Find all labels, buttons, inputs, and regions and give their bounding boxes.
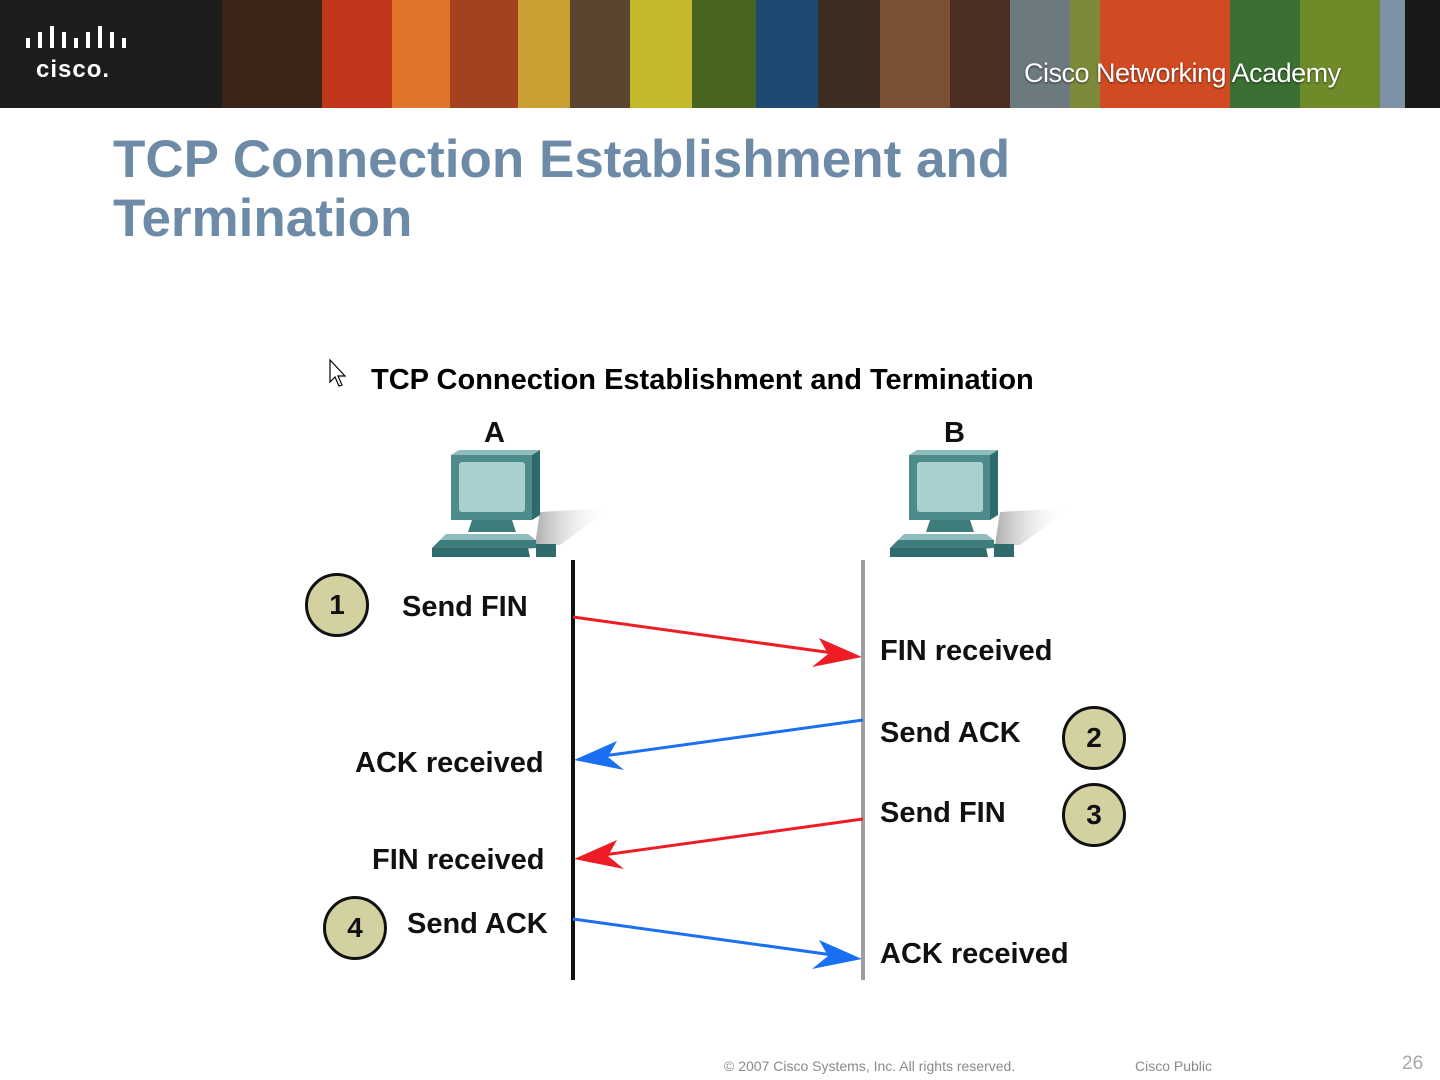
banner-photo-stripe: [1070, 0, 1100, 108]
computer-b-icon: [890, 450, 1070, 557]
slide-title: TCP Connection Establishment and Termina…: [113, 130, 1011, 248]
banner-photo-stripe: [392, 0, 450, 108]
computer-a-icon: [432, 450, 610, 557]
banner-photo-stripe: [692, 0, 756, 108]
banner-photo-stripe: [1300, 0, 1380, 108]
cisco-logo: cisco.: [0, 0, 222, 108]
banner-photo-stripe: [818, 0, 880, 108]
banner-photo-stripe: [1405, 0, 1440, 108]
arrow-step-2-ack: [574, 718, 864, 770]
host-a-label: A: [484, 417, 505, 449]
banner-photo-stripe: [518, 0, 570, 108]
arrow-step-3-fin: [574, 817, 864, 869]
banner-photo-stripe: [950, 0, 1010, 108]
step-2-receive-label: ACK received: [355, 747, 544, 779]
page-number: 26: [1402, 1053, 1424, 1074]
step-4-badge: 4: [323, 896, 387, 960]
header-banner: cisco. Cisco Networking Academy: [0, 0, 1440, 108]
arrow-step-4-ack: [572, 917, 862, 969]
step-3-send-label: Send FIN: [880, 797, 1006, 829]
diagram-title: TCP Connection Establishment and Termina…: [371, 364, 1034, 396]
banner-photo-stripe: [322, 0, 392, 108]
banner-photo-stripe: [630, 0, 692, 108]
banner-photo-stripe: [222, 0, 322, 108]
step-2-badge: 2: [1062, 706, 1126, 770]
mouse-cursor-icon: [328, 358, 348, 393]
banner-photo-stripe: [880, 0, 950, 108]
footer-classification: Cisco Public: [1135, 1058, 1213, 1074]
academy-brand-text: Cisco Networking Academy: [1024, 58, 1341, 88]
step-3-receive-label: FIN received: [372, 844, 545, 876]
host-b-label: B: [944, 417, 965, 449]
cisco-logo-bars-icon: [26, 26, 126, 48]
footer-copyright: © 2007 Cisco Systems, Inc. All rights re…: [724, 1058, 1016, 1074]
banner-photo-stripe: [1100, 0, 1230, 108]
banner-photo-stripe: [570, 0, 630, 108]
step-1-badge: 1: [305, 573, 369, 637]
cisco-logo-text: cisco.: [36, 56, 111, 83]
step-1-send-label: Send FIN: [402, 591, 528, 623]
banner-photo-stripe: [1230, 0, 1300, 108]
arrow-step-1-fin: [572, 615, 862, 667]
banner-photo-stripe: [1010, 0, 1070, 108]
step-4-send-label: Send ACK: [407, 908, 548, 940]
banner-photo-stripe: [1380, 0, 1405, 108]
step-2-send-label: Send ACK: [880, 717, 1021, 749]
step-3-badge: 3: [1062, 783, 1126, 847]
step-4-receive-label: ACK received: [880, 938, 1069, 970]
banner-photo-stripe: [450, 0, 518, 108]
step-1-receive-label: FIN received: [880, 635, 1053, 667]
banner-photo-stripe: [756, 0, 818, 108]
